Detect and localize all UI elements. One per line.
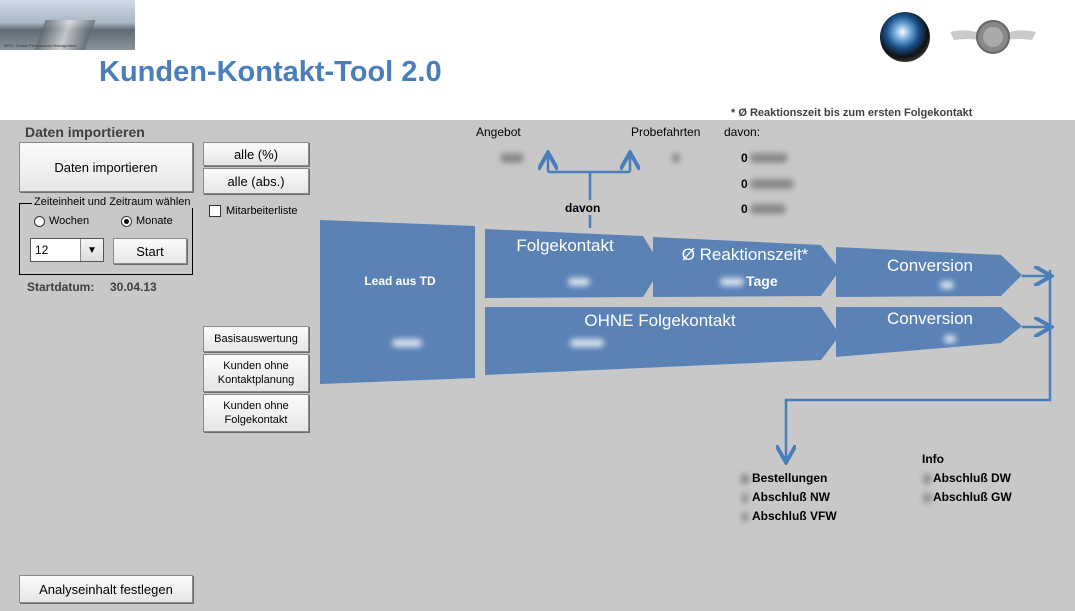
import-data-button[interactable]: Daten importieren (19, 142, 193, 192)
start-date-label: Startdatum: (27, 280, 95, 294)
davon-text-1-blurred (750, 153, 788, 163)
close-dw-label: Abschluß DW (933, 471, 1011, 485)
page-title: Kunden-Kontakt-Tool 2.0 (99, 56, 442, 88)
close-dw-value-blurred (923, 474, 931, 484)
offer-value-blurred (500, 153, 524, 163)
conversion2-label: Conversion (887, 309, 973, 328)
radio-months-indicator (121, 215, 132, 227)
start-button[interactable]: Start (113, 238, 187, 264)
orders-value-blurred (740, 474, 750, 484)
no-followup-value-blurred (570, 339, 604, 347)
close-gw-label: Abschluß GW (933, 490, 1012, 504)
offer-label: Angebot (476, 125, 521, 139)
close-nw-value-blurred (742, 493, 748, 503)
base-evaluation-button[interactable]: Basisauswertung (203, 326, 309, 352)
days-label: Tage (746, 273, 778, 289)
followup-shape (485, 229, 662, 298)
conversion1-value-blurred (940, 281, 954, 289)
reaction-value-blurred (720, 278, 744, 286)
reaction-time-label: Ø Reaktionszeit* (681, 245, 809, 264)
conversion1-shape (836, 247, 1022, 297)
checkbox-box (209, 205, 221, 217)
all-percent-button[interactable]: alle (%) (203, 142, 309, 166)
followup-label: Folgekontakt (516, 236, 614, 255)
conversion2-shape (836, 307, 1022, 357)
timeframe-group-label: Zeiteinheit und Zeitraum wählen (32, 196, 193, 208)
chevron-down-icon[interactable]: ▼ (80, 239, 103, 261)
customers-no-followup-button[interactable]: Kunden ohne Folgekontakt (203, 394, 309, 432)
import-section-label: Daten importieren (25, 124, 145, 140)
radio-weeks-label: Wochen (49, 215, 90, 227)
test-drives-value-blurred (672, 153, 680, 163)
no-followup-shape (485, 307, 840, 375)
followup-value-blurred (568, 278, 590, 286)
orders-label: Bestellungen (752, 471, 828, 485)
radio-weeks-indicator (34, 215, 45, 227)
conversion1-label: Conversion (887, 256, 973, 275)
lead-shape (320, 220, 475, 384)
lead-label: Lead aus TD (364, 274, 436, 288)
radio-months[interactable]: Monate (121, 215, 173, 227)
test-drives-label: Probefahrten (631, 125, 701, 139)
lead-value-blurred (392, 339, 422, 347)
reaction-time-footnote: * Ø Reaktionszeit bis zum ersten Folgeko… (731, 107, 973, 119)
brand-logo-round (880, 12, 930, 62)
davon-value-2: 0 (741, 177, 748, 191)
davon-value-1: 0 (741, 151, 748, 165)
employee-list-label: Mitarbeiterliste (226, 205, 298, 217)
radio-weeks[interactable]: Wochen (34, 215, 89, 227)
analysis-content-button[interactable]: Analyseinhalt festlegen (19, 575, 193, 603)
davon-center-label: davon (565, 201, 601, 215)
logo-caption: BPM - Dealer Performance Management (4, 43, 77, 48)
period-select-value: 12 (35, 243, 49, 257)
no-followup-label: OHNE Folgekontakt (584, 311, 736, 330)
start-date-value: 30.04.13 (110, 280, 157, 294)
period-select[interactable]: 12 ▼ (30, 238, 104, 262)
davon-value-3: 0 (741, 202, 748, 216)
employee-list-checkbox[interactable]: Mitarbeiterliste (209, 205, 298, 217)
davon-right-label: davon: (724, 125, 761, 139)
info-label: Info (922, 452, 944, 466)
customers-no-contact-plan-button[interactable]: Kunden ohne Kontaktplanung (203, 354, 309, 392)
davon-text-3-blurred (750, 204, 786, 214)
close-vfw-value-blurred (742, 512, 748, 522)
all-absolute-button[interactable]: alle (abs.) (203, 168, 309, 194)
brand-logo-winged (950, 20, 1036, 54)
davon-text-2-blurred (750, 179, 794, 189)
reaction-shape (653, 237, 840, 297)
header-road-image: BPM - Dealer Performance Management (0, 0, 135, 50)
radio-months-label: Monate (136, 215, 173, 227)
close-vfw-label: Abschluß VFW (752, 509, 837, 523)
close-gw-value-blurred (923, 493, 931, 503)
close-nw-label: Abschluß NW (752, 490, 830, 504)
conversion2-value-blurred (944, 335, 956, 343)
